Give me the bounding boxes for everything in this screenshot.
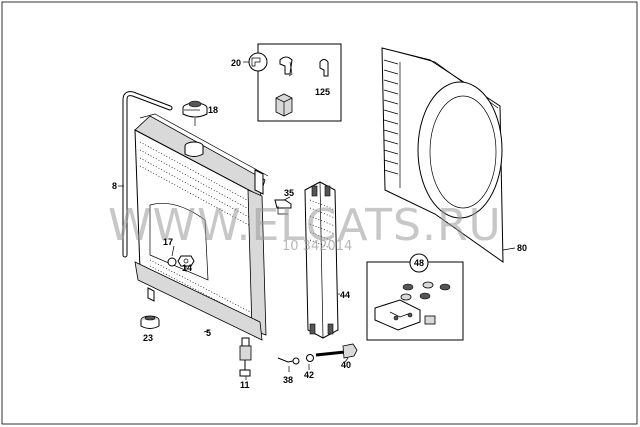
washer-42 bbox=[306, 354, 314, 362]
callout-18[interactable]: 18 bbox=[208, 105, 218, 115]
sensor-bracket bbox=[374, 299, 421, 331]
callout-23[interactable]: 23 bbox=[143, 333, 153, 343]
sensor-kit-box bbox=[366, 261, 464, 341]
callout-14[interactable]: 14 bbox=[182, 263, 192, 273]
fastener-group bbox=[277, 343, 358, 365]
callout-48[interactable]: 48 bbox=[414, 258, 424, 268]
oil-cooler bbox=[304, 181, 339, 339]
drain-nut bbox=[177, 255, 195, 267]
callout-40[interactable]: 40 bbox=[341, 360, 351, 370]
callout-5[interactable]: 5 bbox=[206, 328, 211, 338]
bolt-40 bbox=[342, 343, 358, 359]
callout-38[interactable]: 38 bbox=[283, 375, 293, 385]
callout-8[interactable]: 8 bbox=[112, 181, 117, 191]
callout-80[interactable]: 80 bbox=[517, 243, 527, 253]
wrench-icon bbox=[251, 57, 261, 67]
radiator-core bbox=[134, 113, 269, 341]
clip-kit-group bbox=[248, 43, 342, 122]
drain-valve-11 bbox=[239, 337, 252, 377]
radiator-cap bbox=[182, 100, 208, 126]
leader-lines bbox=[171, 61, 516, 380]
watermark-text: WWW.ELCATS.RU bbox=[108, 200, 502, 251]
callout-11[interactable]: 11 bbox=[240, 380, 250, 390]
clip-upper-a bbox=[279, 56, 293, 75]
callout-44[interactable]: 44 bbox=[340, 290, 350, 300]
clip-38 bbox=[292, 357, 300, 365]
clip-kit-box bbox=[257, 43, 342, 122]
drawing-number: 10 342014 bbox=[282, 239, 352, 254]
sensor-kit-group bbox=[366, 253, 464, 341]
kit-48-marker bbox=[409, 253, 429, 273]
callout-20[interactable]: 20 bbox=[231, 58, 241, 68]
callout-42[interactable]: 42 bbox=[304, 370, 314, 380]
clip-upper-b bbox=[319, 59, 329, 77]
grommet-23 bbox=[140, 315, 160, 329]
overflow-hose bbox=[118, 91, 173, 258]
fan-shroud bbox=[381, 47, 504, 263]
bracket-35 bbox=[274, 199, 292, 215]
callout-125[interactable]: 125 bbox=[315, 87, 330, 97]
callout-17[interactable]: 17 bbox=[163, 237, 173, 247]
callout-35[interactable]: 35 bbox=[284, 188, 294, 198]
drain-plug bbox=[167, 255, 195, 267]
